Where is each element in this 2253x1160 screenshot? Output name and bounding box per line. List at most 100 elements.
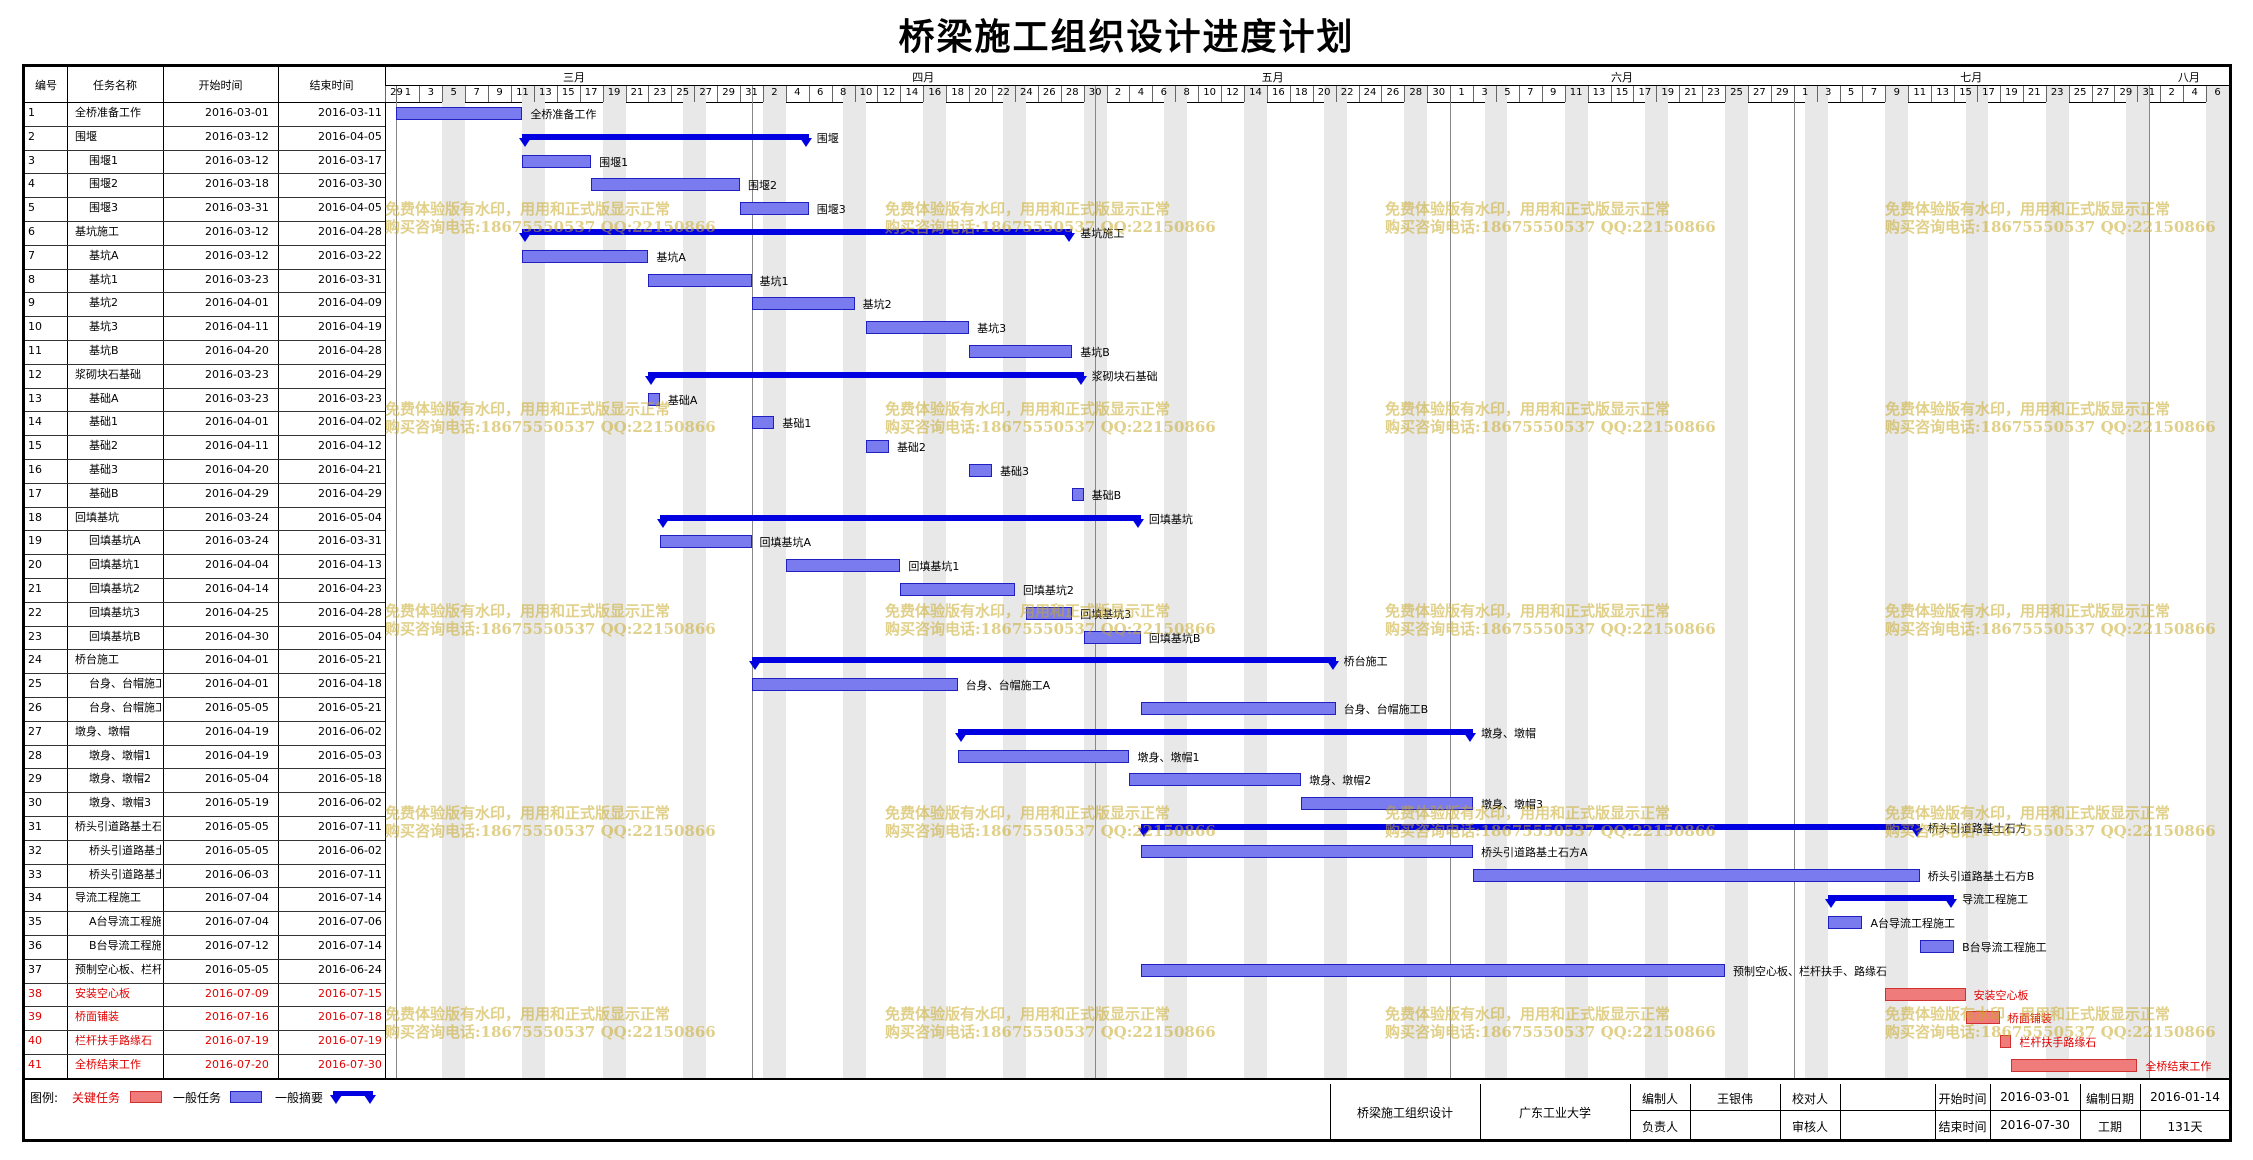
row-divider xyxy=(25,625,385,627)
watermark-line1: 免费体验版有水印，用用和正式版显示正常 xyxy=(885,1005,1171,1023)
watermark: 免费体验版有水印，用用和正式版显示正常购买咨询电话:18675550537 QQ… xyxy=(385,804,716,840)
watermark: 免费体验版有水印，用用和正式版显示正常购买咨询电话:18675550537 QQ… xyxy=(885,1005,1216,1041)
watermark: 免费体验版有水印，用用和正式版显示正常购买咨询电话:18675550537 QQ… xyxy=(1385,200,1716,236)
watermark-line1: 免费体验版有水印，用用和正式版显示正常 xyxy=(385,200,671,218)
bar-label: 桥面铺装 xyxy=(2007,1012,2052,1026)
day-tick xyxy=(1198,85,1200,102)
task-end: 2016-04-19 xyxy=(318,320,382,334)
day-tick xyxy=(1770,85,1772,102)
weekend-shade xyxy=(1885,85,1897,1078)
watermark-line1: 免费体验版有水印，用用和正式版显示正常 xyxy=(385,602,671,620)
task-end: 2016-05-04 xyxy=(318,510,382,524)
task-end: 2016-05-03 xyxy=(318,748,382,762)
task-bar xyxy=(1473,868,1920,882)
task-bar xyxy=(1140,963,1726,977)
task-name: 浆砌块石基础 xyxy=(75,367,141,381)
task-id: 19 xyxy=(28,534,42,548)
day-tick xyxy=(1518,85,1520,102)
row-divider xyxy=(25,1006,385,1008)
task-bar xyxy=(648,392,660,406)
day-tick xyxy=(877,85,879,102)
row-divider xyxy=(25,125,385,127)
task-bar xyxy=(866,440,889,454)
day-tick xyxy=(510,85,512,102)
bar-label: 墩身、墩帽1 xyxy=(1137,750,1200,764)
watermark-line2: 购买咨询电话:18675550537 QQ:22150866 xyxy=(385,620,716,638)
watermark: 免费体验版有水印，用用和正式版显示正常购买咨询电话:18675550537 QQ… xyxy=(1385,602,1716,638)
weekend-shade xyxy=(1415,85,1428,1078)
watermark-line1: 免费体验版有水印，用用和正式版显示正常 xyxy=(1885,200,2171,218)
day-tick xyxy=(1633,85,1635,102)
watermark-line2: 购买咨询电话:18675550537 QQ:22150866 xyxy=(1385,620,1716,638)
day-tick-label: 16 xyxy=(928,87,942,98)
task-name: 桥面铺装 xyxy=(75,1010,119,1024)
task-id: 20 xyxy=(28,558,42,572)
watermark-line1: 免费体验版有水印，用用和正式版显示正常 xyxy=(1385,400,1671,418)
bar-label: 墩身、墩帽 xyxy=(1481,726,1537,740)
column-divider xyxy=(67,67,68,1078)
task-start: 2016-06-03 xyxy=(205,867,269,881)
footer-editor-label: 编制人 xyxy=(1641,1092,1678,1106)
row-divider xyxy=(25,744,385,746)
weekend-shade xyxy=(1896,85,1909,1078)
task-bar xyxy=(659,535,752,549)
task-end: 2016-07-06 xyxy=(318,915,382,929)
task-start: 2016-03-18 xyxy=(205,177,269,191)
watermark: 免费体验版有水印，用用和正式版显示正常购买咨询电话:18675550537 QQ… xyxy=(385,1005,716,1041)
day-tick xyxy=(1289,85,1291,102)
weekend-shade xyxy=(1644,85,1657,1078)
day-tick-label: 22 xyxy=(997,87,1010,98)
month-label: 六月 xyxy=(1610,71,1633,84)
row-divider xyxy=(25,887,385,889)
day-tick-label: 9 xyxy=(1550,87,1557,98)
day-tick-label: 16 xyxy=(1271,87,1285,98)
summary-bar xyxy=(645,371,1087,385)
bar-label: 回填基坑3 xyxy=(1080,607,1132,621)
day-tick xyxy=(2206,85,2208,102)
task-id: 11 xyxy=(28,344,42,357)
task-end: 2016-04-29 xyxy=(318,367,382,381)
day-tick-label: 23 xyxy=(653,87,667,98)
bar-label: 栏杆扶手路缘石 xyxy=(2019,1036,2097,1050)
day-tick xyxy=(602,85,604,102)
task-end: 2016-05-04 xyxy=(318,629,382,643)
task-id: 26 xyxy=(28,701,42,714)
column-divider xyxy=(278,67,279,1078)
day-tick-label: 28 xyxy=(1409,87,1423,98)
day-tick xyxy=(1587,85,1589,102)
task-id: 41 xyxy=(28,1058,42,1071)
day-tick xyxy=(762,85,764,102)
task-name: 基础1 xyxy=(89,415,118,429)
task-start: 2016-05-05 xyxy=(205,843,269,857)
task-bar xyxy=(1828,916,1863,930)
day-tick xyxy=(831,85,833,102)
watermark-line2: 购买咨询电话:18675550537 QQ:22150866 xyxy=(385,418,716,436)
day-tick xyxy=(1541,85,1543,102)
day-tick xyxy=(533,85,535,102)
day-tick xyxy=(900,85,902,102)
bar-label: 基坑3 xyxy=(977,322,1007,336)
task-bar xyxy=(866,321,970,335)
task-end: 2016-03-23 xyxy=(318,391,382,405)
day-tick-label: 26 xyxy=(1386,87,1400,98)
task-end: 2016-03-11 xyxy=(318,106,382,119)
weekend-shade xyxy=(1725,85,1737,1078)
day-tick-label: 7 xyxy=(1870,87,1878,98)
weekend-shade xyxy=(2206,85,2218,1078)
task-id: 21 xyxy=(28,582,42,595)
day-tick xyxy=(1450,85,1452,102)
task-bar xyxy=(1072,487,1084,501)
day-tick-label: 17 xyxy=(1982,87,1995,98)
task-end: 2016-07-15 xyxy=(318,986,382,1000)
day-tick-label: 11 xyxy=(516,87,529,98)
watermark: 免费体验版有水印，用用和正式版显示正常购买咨询电话:18675550537 QQ… xyxy=(385,200,716,236)
day-tick-label: 6 xyxy=(817,87,824,98)
day-tick xyxy=(1473,85,1475,102)
row-divider xyxy=(25,982,385,984)
day-tick xyxy=(1977,85,1979,102)
day-tick xyxy=(1083,85,1085,102)
legend-critical-swatch xyxy=(130,1091,162,1103)
legend-summary-swatch xyxy=(330,1091,376,1104)
task-id: 36 xyxy=(28,939,42,952)
day-tick xyxy=(1747,85,1749,102)
